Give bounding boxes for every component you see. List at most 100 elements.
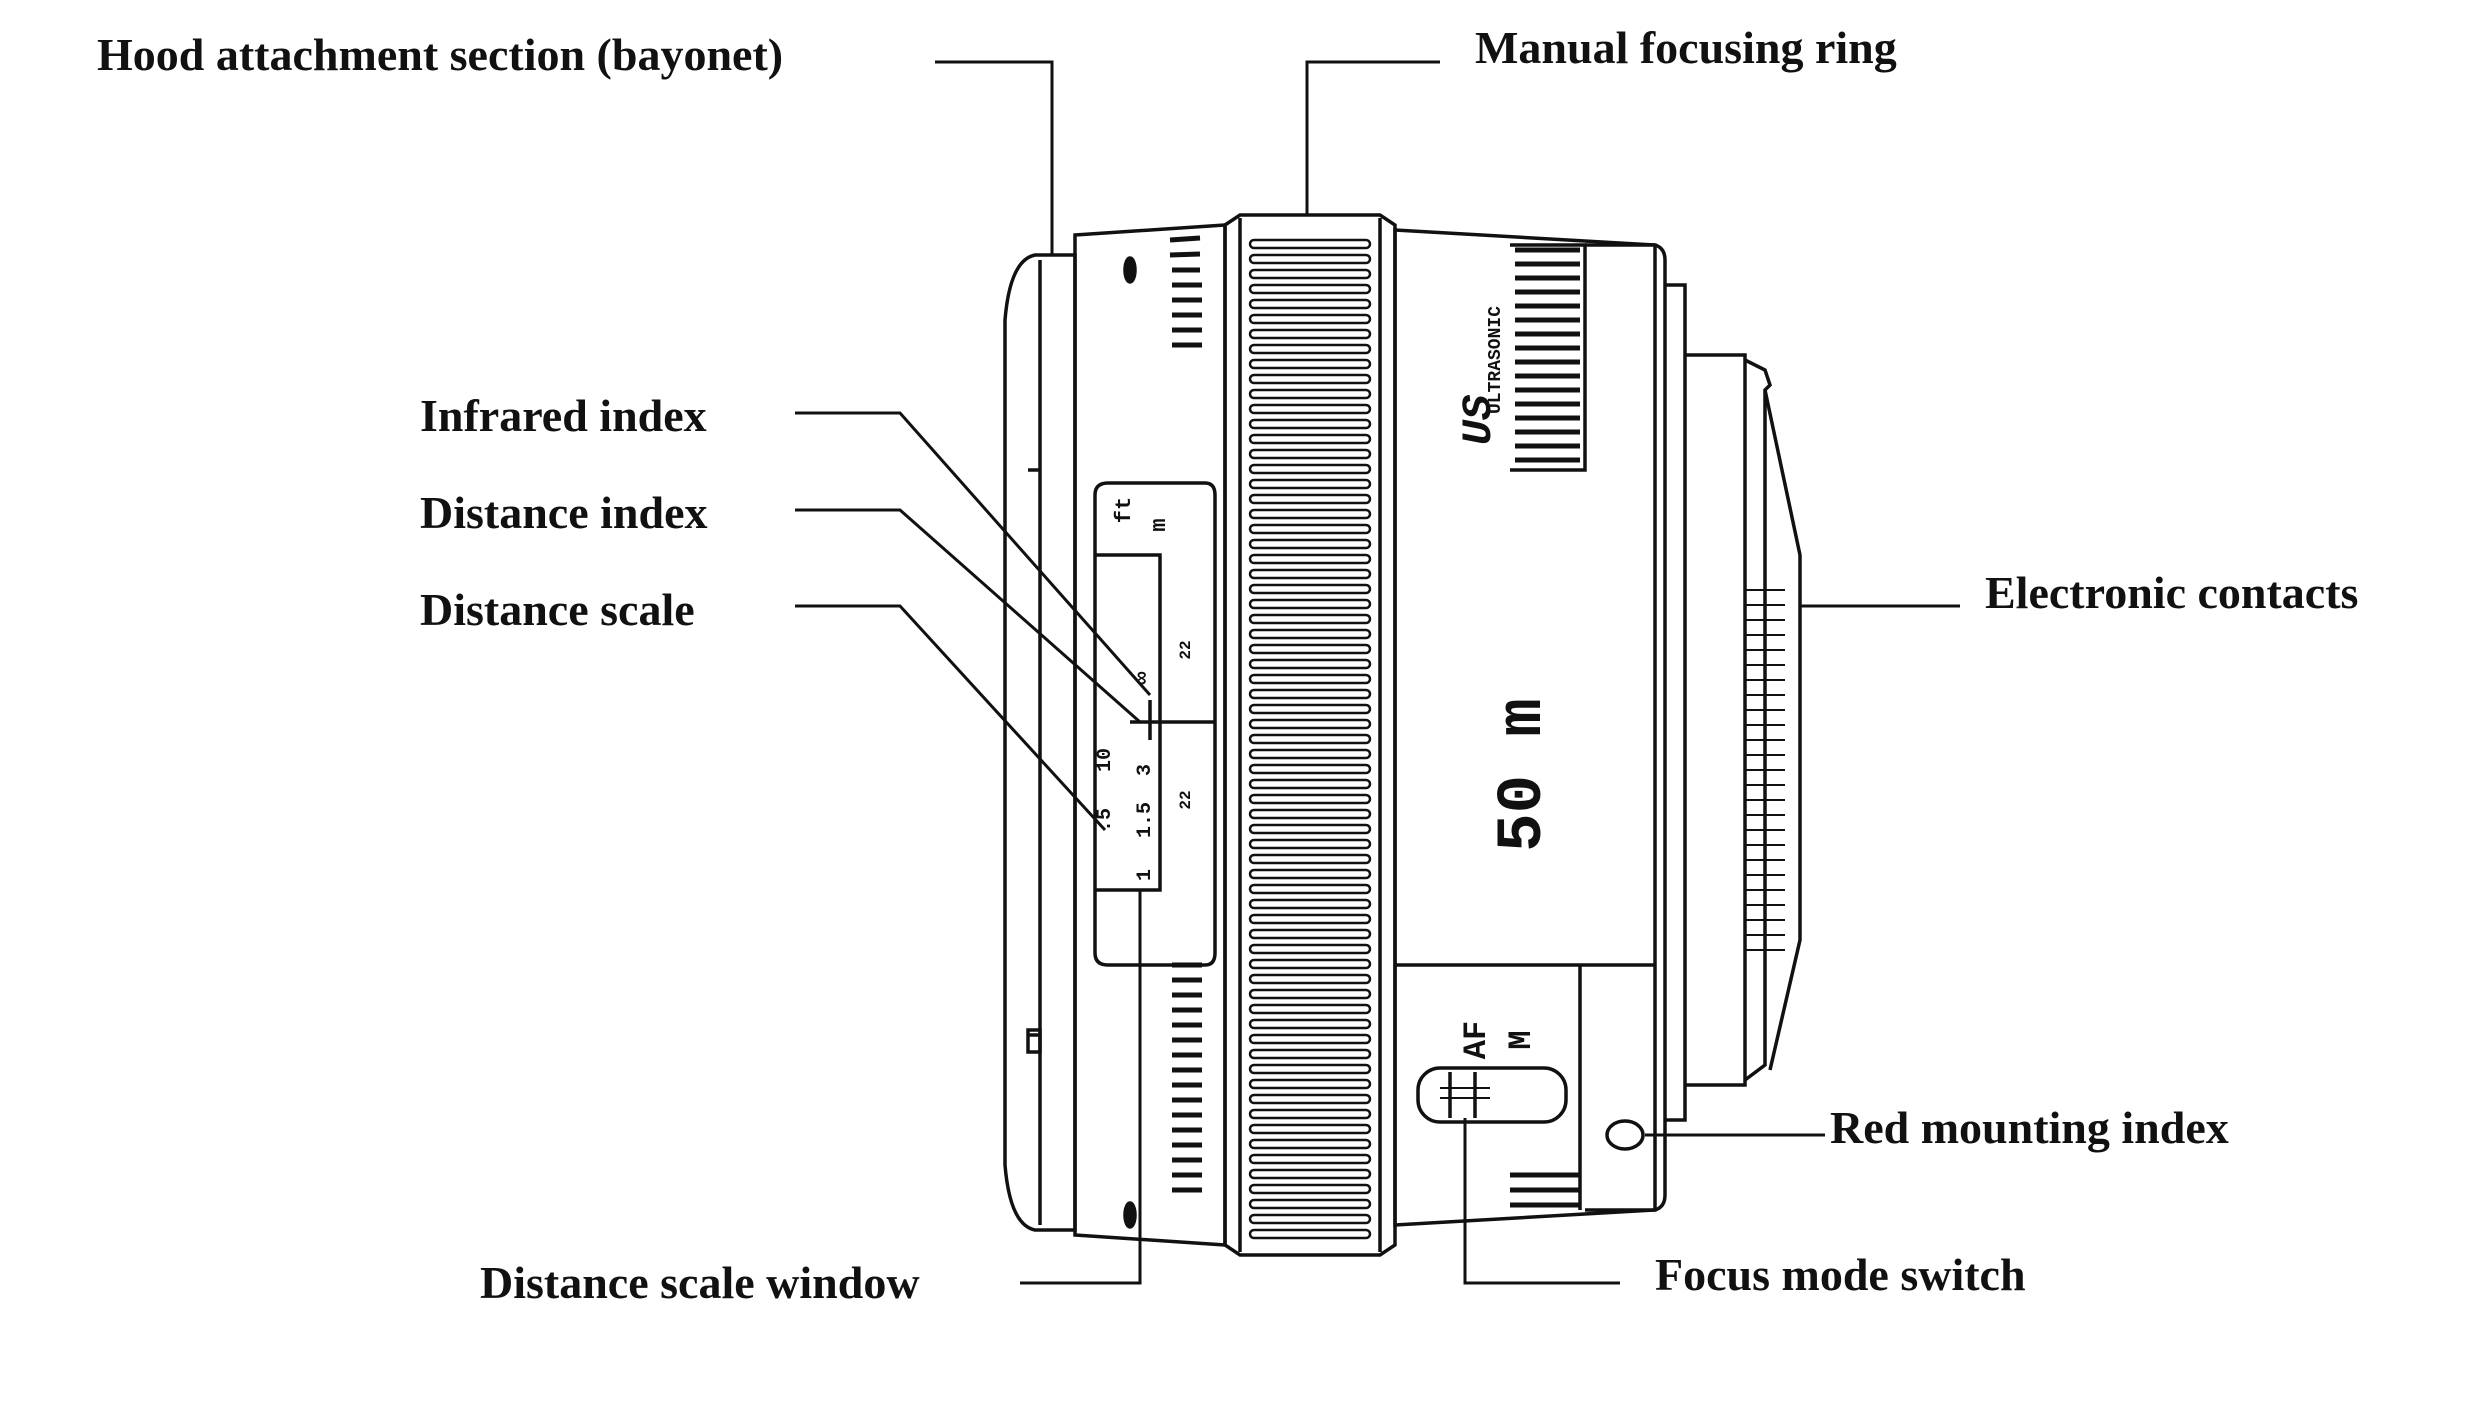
switch-m-mark: M <box>1503 1030 1540 1049</box>
focus-ring-knurl <box>1248 583 1372 595</box>
manual-focusing-ring <box>1223 213 1397 1257</box>
focus-ring-knurl <box>1248 988 1372 1000</box>
focus-ring-knurl <box>1248 973 1372 985</box>
focus-ring-knurl <box>1248 613 1372 625</box>
focus-ring-knurl <box>1248 838 1372 850</box>
focus-ring-knurl <box>1248 358 1372 370</box>
scale-units-m: m <box>1147 518 1172 531</box>
focus-ring-knurl <box>1248 703 1372 715</box>
focus-ring-knurl <box>1248 373 1372 385</box>
focus-ring-knurl <box>1248 523 1372 535</box>
focus-ring-knurl <box>1248 1093 1372 1105</box>
scale-ft-1: 1 <box>1134 869 1157 881</box>
focus-ring-knurl <box>1248 778 1372 790</box>
focus-ring-knurl <box>1248 643 1372 655</box>
focus-ring-knurl <box>1248 313 1372 325</box>
scale-m-5: .5 <box>1094 808 1117 832</box>
focus-ring-knurl <box>1248 493 1372 505</box>
focus-ring-knurl <box>1248 1198 1372 1210</box>
dof-22-top: 22 <box>1177 640 1195 659</box>
switch-af-mark: AF <box>1458 1021 1495 1059</box>
focus-ring-knurl <box>1248 898 1372 910</box>
focus-ring-knurl <box>1248 283 1372 295</box>
focus-ring-knurl <box>1248 403 1372 415</box>
focus-ring-knurl <box>1248 508 1372 520</box>
leader-distance-scale <box>795 604 1107 832</box>
label-hood-attachment: Hood attachment section (bayonet) <box>97 29 784 80</box>
focus-ring-knurl <box>1248 238 1372 250</box>
focus-ring-knurl <box>1248 883 1372 895</box>
leader-hood <box>935 60 1054 255</box>
label-distance-index: Distance index <box>420 487 708 538</box>
focus-ring-knurl <box>1248 658 1372 670</box>
focus-ring-knurl <box>1248 943 1372 955</box>
ultrasonic-mark: ULTRASONIC <box>1486 306 1506 414</box>
focus-ring-knurl <box>1248 1078 1372 1090</box>
scale-ft-1-5: 1.5 <box>1134 802 1157 838</box>
rear-mount <box>1585 243 1802 1212</box>
focus-ring-knurl <box>1248 628 1372 640</box>
focus-ring-knurl <box>1248 1048 1372 1060</box>
focus-ring-knurl <box>1248 448 1372 460</box>
label-focus-mode-switch: Focus mode switch <box>1655 1249 2026 1300</box>
scale-ft-3: 3 <box>1134 764 1157 776</box>
red-mounting-index-dot <box>1605 1119 1645 1151</box>
leader-infrared <box>795 411 1152 696</box>
label-distance-scale-window: Distance scale window <box>480 1257 920 1308</box>
focus-ring-knurl <box>1248 673 1372 685</box>
focus-ring-knurl <box>1248 538 1372 550</box>
focus-ring-knurl <box>1248 958 1372 970</box>
focus-ring-knurl <box>1248 388 1372 400</box>
label-red-mounting-index: Red mounting index <box>1830 1102 2229 1153</box>
focus-ring-knurl <box>1248 1228 1372 1240</box>
label-electronic-contacts: Electronic contacts <box>1985 567 2359 618</box>
scale-infinity: ∞ <box>1130 671 1155 684</box>
leader-switch <box>1463 1118 1620 1285</box>
focus-ring-knurl <box>1248 433 1372 445</box>
focus-ring-knurl <box>1248 418 1372 430</box>
focus-ring-knurl <box>1248 808 1372 820</box>
focus-ring-knurl <box>1248 1108 1372 1120</box>
focus-ring-knurl <box>1248 598 1372 610</box>
hood-bayonet-section <box>1003 253 1077 1232</box>
focus-ring-knurl <box>1248 253 1372 265</box>
leader-window <box>1020 890 1142 1285</box>
focus-ring-knurl <box>1248 268 1372 280</box>
focus-ring-knurl <box>1248 1213 1372 1225</box>
focus-ring-knurl <box>1248 928 1372 940</box>
focus-ring-knurl <box>1248 1138 1372 1150</box>
focus-ring-knurl <box>1248 1003 1372 1015</box>
focus-ring-knurl <box>1248 568 1372 580</box>
focus-ring-knurl <box>1248 733 1372 745</box>
focus-ring-knurl <box>1248 1033 1372 1045</box>
focus-ring-knurl <box>1248 793 1372 805</box>
focus-ring-knurl <box>1248 553 1372 565</box>
leader-distance-index <box>795 508 1141 724</box>
leader-manual-ring <box>1305 60 1440 215</box>
scale-units-ft: ft <box>1112 497 1137 523</box>
label-infrared-index: Infrared index <box>420 390 707 441</box>
label-distance-scale: Distance scale <box>420 584 695 635</box>
focus-ring-knurl <box>1248 328 1372 340</box>
label-manual-focusing-ring: Manual focusing ring <box>1475 22 1897 73</box>
usm-logo-mark: US <box>1455 395 1503 445</box>
focus-ring-knurl <box>1248 718 1372 730</box>
focus-ring-knurl <box>1248 1018 1372 1030</box>
focus-ring-knurl <box>1248 913 1372 925</box>
distance-scale-window-outline <box>1093 481 1217 967</box>
focus-ring-knurl <box>1248 1183 1372 1195</box>
focus-ring-knurl <box>1248 1168 1372 1180</box>
focus-ring-knurl <box>1248 853 1372 865</box>
focus-ring-knurl <box>1248 298 1372 310</box>
dof-22-bottom: 22 <box>1177 790 1195 809</box>
leader-lines <box>795 60 1960 1285</box>
focus-ring-knurl <box>1248 343 1372 355</box>
focus-ring-knurl <box>1248 748 1372 760</box>
focus-ring-knurl <box>1248 1123 1372 1135</box>
focus-ring-knurl <box>1248 463 1372 475</box>
focus-ring-knurl <box>1248 823 1372 835</box>
focus-ring-knurl <box>1248 868 1372 880</box>
focus-mode-switch-drawing <box>1416 1066 1568 1124</box>
